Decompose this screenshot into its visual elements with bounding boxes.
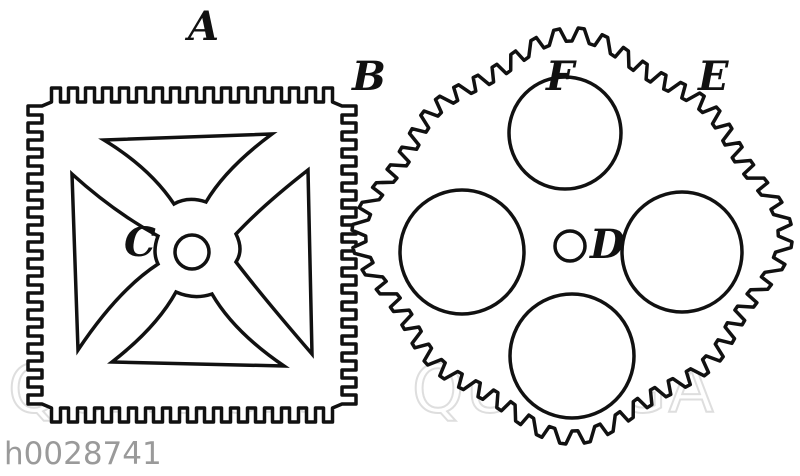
square-gear-opening-top (98, 132, 278, 207)
label-d: D (589, 221, 625, 268)
image-id-caption: h0028741 (4, 436, 162, 472)
square-gear-opening-right (233, 166, 314, 359)
square-gear-axle-hole (173, 233, 211, 271)
diamond-gear-hole-bottom (508, 292, 636, 420)
square-gear-opening-bottom (107, 289, 290, 368)
label-a: A (184, 3, 219, 50)
diamond-gear-axle-hole (553, 229, 587, 263)
label-f: F (545, 53, 577, 100)
square-gear (26, 86, 358, 424)
square-gear-opening-left (70, 169, 161, 356)
label-e: E (697, 53, 729, 100)
diamond-gear-hole-left (398, 188, 526, 316)
diamond-gear-hole-top (507, 75, 623, 191)
label-c: C (124, 219, 156, 266)
diamond-gear (350, 26, 794, 446)
label-b: B (351, 53, 386, 100)
diamond-gear-hole-right (620, 190, 744, 314)
